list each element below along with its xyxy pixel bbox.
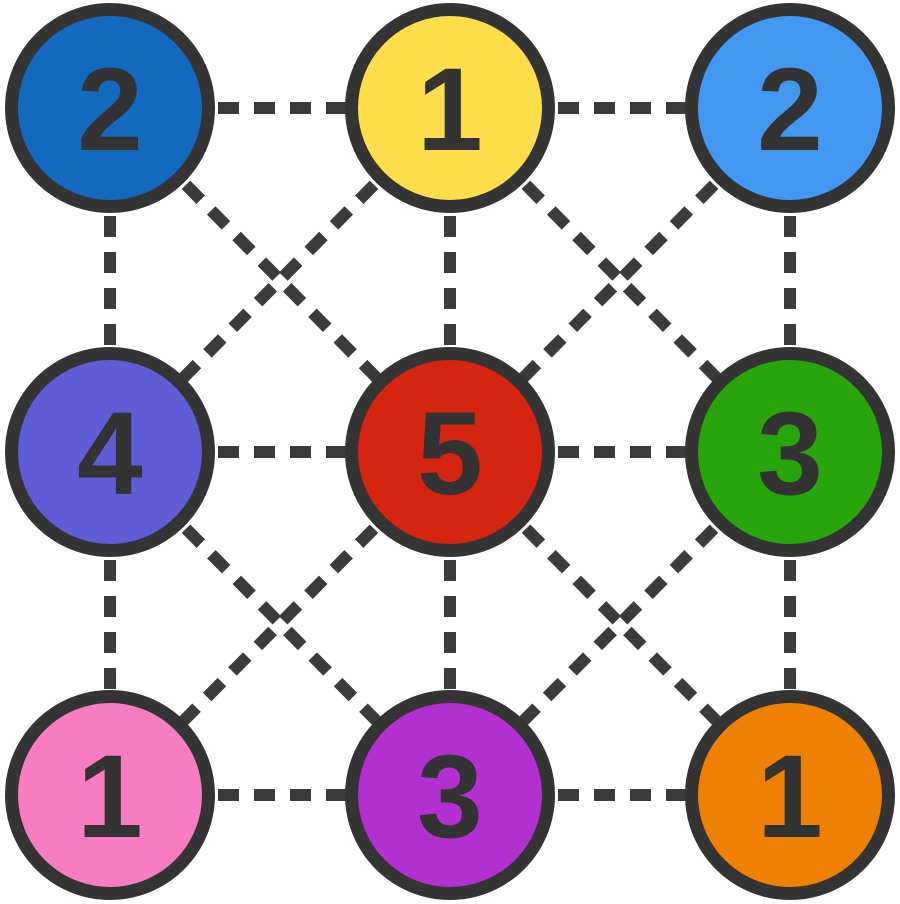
graph-node-orange-r2c2[interactable]: 1 <box>685 690 895 900</box>
graph-node-yellow-r0c1[interactable]: 1 <box>345 3 555 213</box>
graph-node-green-r1c2[interactable]: 3 <box>685 347 895 557</box>
node-circle-pink[interactable] <box>5 690 215 900</box>
graph-node-light-blue-r0c2[interactable]: 2 <box>685 3 895 213</box>
graph-node-pink-r2c0[interactable]: 1 <box>5 690 215 900</box>
node-circle-orange[interactable] <box>685 690 895 900</box>
node-circle-red[interactable] <box>345 347 555 557</box>
graph-node-blue-r0c0[interactable]: 2 <box>5 3 215 213</box>
node-circle-light-blue[interactable] <box>685 3 895 213</box>
node-circle-yellow[interactable] <box>345 3 555 213</box>
node-circle-magenta[interactable] <box>345 690 555 900</box>
node-circle-green[interactable] <box>685 347 895 557</box>
graph-node-magenta-r2c1[interactable]: 3 <box>345 690 555 900</box>
node-circle-slate-purple[interactable] <box>5 347 215 557</box>
node-circle-blue[interactable] <box>5 3 215 213</box>
graph-node-red-r1c1[interactable]: 5 <box>345 347 555 557</box>
graph-node-slate-purple-r1c0[interactable]: 4 <box>5 347 215 557</box>
